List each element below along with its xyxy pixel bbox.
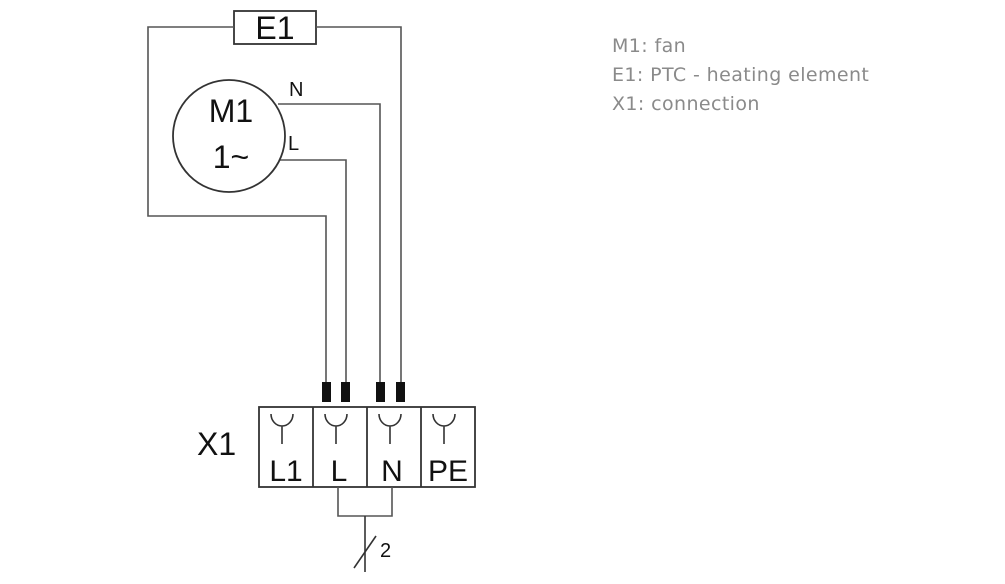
clamp-symbol (378, 413, 402, 444)
motor-m1: M1 1~ N L (172, 79, 303, 193)
wire-e1-to-n (316, 26, 402, 382)
wires (147, 26, 402, 382)
legend: M1: fan E1: PTC - heating element X1: co… (612, 32, 869, 119)
terminal-clamps (270, 413, 456, 444)
cable-bracket (337, 487, 393, 517)
legend-item-m1: M1: fan (612, 35, 687, 57)
terminal-label-pe: PE (428, 455, 468, 488)
motor-name: M1 (209, 93, 253, 129)
terminal-label-l1: L1 (269, 455, 302, 488)
clamp-symbol (432, 413, 456, 444)
terminal-label-n: N (381, 455, 403, 488)
wire-motor-l (278, 159, 347, 382)
clamp-symbol (324, 413, 348, 444)
wire-ferrules (322, 382, 405, 402)
wire-motor-n (278, 103, 381, 382)
terminal-block-x1: X1 L1 L N PE (197, 406, 476, 488)
legend-item-x1: X1: connection (612, 93, 760, 115)
terminal-label-l: L (331, 455, 348, 488)
motor-circle (172, 79, 286, 193)
ferrule (341, 382, 350, 402)
cable-conductor-count: 2 (380, 540, 391, 562)
heating-element-label: E1 (255, 10, 294, 46)
wire-e1-to-l1 (147, 26, 327, 382)
motor-terminal-n-label: N (289, 79, 303, 101)
motor-phase: 1~ (213, 139, 249, 175)
legend-item-e1: E1: PTC - heating element (612, 64, 870, 86)
ferrule (376, 382, 385, 402)
terminal-block-label: X1 (197, 426, 236, 462)
ferrule (322, 382, 331, 402)
supply-cable: 2 (337, 487, 393, 572)
motor-terminal-l-label: L (288, 133, 299, 155)
clamp-symbol (270, 413, 294, 444)
ferrule (396, 382, 405, 402)
heating-element-e1: E1 (233, 10, 317, 46)
cable-conductor-mark (353, 535, 377, 569)
